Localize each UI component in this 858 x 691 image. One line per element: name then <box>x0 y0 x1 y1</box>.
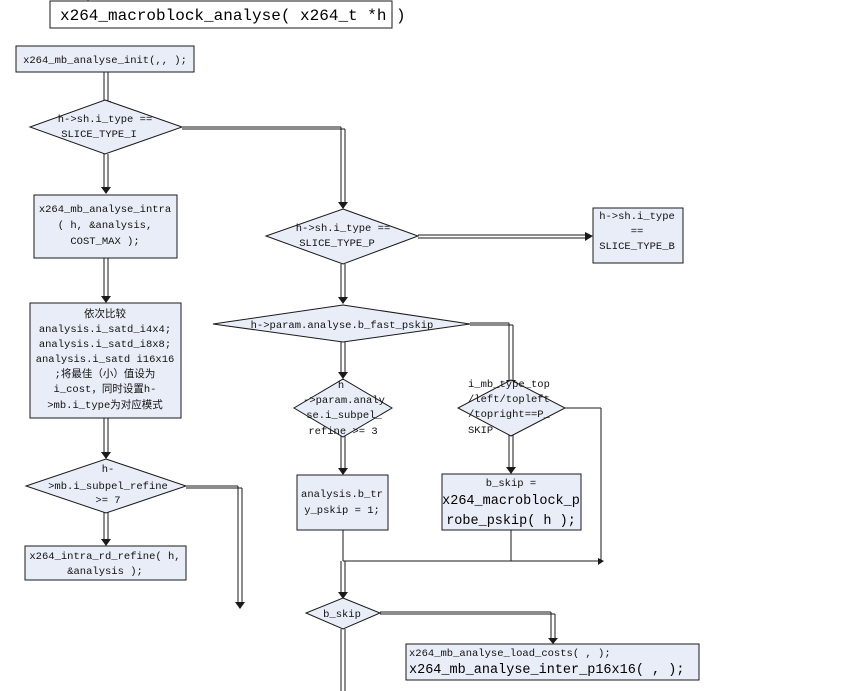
analyse-intra-box: x264_mb_analyse_intra ( h, &analysis, CO… <box>33 194 178 259</box>
slice-b-line-1: == <box>631 226 644 238</box>
subpel-line-2: >= 7 <box>95 495 120 507</box>
b-skip-line-0: b_skip <box>323 609 361 621</box>
mb-type-line-0: i_mb_type_top <box>468 379 550 391</box>
slice-type-b-box: h->sh.i_type == SLICE_TYPE_B <box>592 207 684 264</box>
compare-line-1: analysis.i_satd_i4x4; <box>39 324 171 336</box>
slice-b-line-0: h->sh.i_type <box>599 211 675 223</box>
try-pskip-box: analysis.b_tr y_pskip = 1; <box>296 474 389 531</box>
load-costs-line-1: x264_mb_analyse_inter_p16x16( , ); <box>409 663 684 678</box>
param-subpel-refine-diamond: h ->param.analy se.i_subpel_ refine >= 3 <box>293 378 393 438</box>
probe-line-1: x264_macroblock_p <box>442 494 580 509</box>
rd-refine-line-0: x264_intra_rd_refine( h, <box>29 551 180 563</box>
subpel-line-0: h- <box>102 464 115 476</box>
intra-line-0: x264_mb_analyse_intra <box>39 204 171 216</box>
load-costs-line-0: x264_mb_analyse_load_costs( , ); <box>409 648 611 660</box>
slice-i-line-0: h->sh.i_type == <box>58 114 153 126</box>
compare-line-5: i_cost，同时设置h- <box>54 383 157 396</box>
try-pskip-line-0: analysis.b_tr <box>301 489 383 501</box>
fast-pskip-diamond: h->param.analyse.b_fast_pskip <box>212 304 471 343</box>
mb-type-line-2: /topright==P_ <box>468 409 551 421</box>
b-skip-diamond: b_skip <box>304 597 382 630</box>
subpel-line-1: >mb.i_subpel_refine <box>48 481 168 493</box>
try-pskip-line-1: y_pskip = 1; <box>304 505 380 517</box>
slice-p-line-1: SLICE_TYPE_P <box>299 238 375 250</box>
slice-p-line-0: h->sh.i_type == <box>296 223 391 235</box>
rd-refine-line-1: &analysis ); <box>67 566 143 578</box>
intra-line-1: ( h, &analysis, <box>58 220 153 232</box>
param-subpel-line-3: refine >= 3 <box>308 426 377 438</box>
slice-type-p-diamond: h->sh.i_type == SLICE_TYPE_P <box>264 208 420 265</box>
subpel-refine-diamond: h- >mb.i_subpel_refine >= 7 <box>24 458 188 514</box>
compare-satd-box: 依次比较 analysis.i_satd_i4x4; analysis.i_sa… <box>29 302 182 419</box>
probe-line-2: robe_pskip( h ); <box>446 514 576 529</box>
init-line-0: x264_mb_analyse_init(,, ); <box>23 55 187 67</box>
probe-pskip-box: b_skip = x264_macroblock_p robe_pskip( h… <box>441 473 582 531</box>
load-costs-box: x264_mb_analyse_load_costs( , ); x264_mb… <box>405 643 700 681</box>
mb-type-skip-diamond: i_mb_type_top /left/topleft /topright==P… <box>456 379 567 437</box>
slice-type-i-diamond: h->sh.i_type == SLICE_TYPE_I <box>28 99 184 155</box>
param-subpel-line-2: se.i_subpel_ <box>306 410 382 422</box>
compare-line-4: ;将最佳（小）值设为 <box>55 367 156 381</box>
compare-line-6: >mb.i_type为对应模式 <box>47 398 163 412</box>
slice-i-line-1: SLICE_TYPE_I <box>61 129 137 141</box>
title-text: x264_macroblock_analyse( x264_t *h ) <box>60 7 406 25</box>
intra-rd-refine-box: x264_intra_rd_refine( h, &analysis ); <box>24 545 187 581</box>
param-subpel-line-0: h <box>338 380 344 392</box>
param-subpel-line-1: ->param.analy <box>303 395 385 407</box>
compare-line-3: analysis.i_satd i16x16 <box>36 354 175 366</box>
title-box: x264_macroblock_analyse( x264_t *h ) <box>49 0 406 29</box>
compare-line-2: analysis.i_satd_i8x8; <box>39 339 171 351</box>
mb-type-line-1: /left/topleft <box>468 394 550 406</box>
slice-b-line-2: SLICE_TYPE_B <box>599 241 675 253</box>
intra-line-2: COST_MAX ); <box>70 236 139 248</box>
fast-pskip-line-0: h->param.analyse.b_fast_pskip <box>251 320 434 332</box>
probe-line-0: b_skip = <box>486 478 536 490</box>
compare-line-0: 依次比较 <box>84 307 126 321</box>
mb-type-line-3: SKIP <box>468 425 493 437</box>
init-box: x264_mb_analyse_init(,, ); <box>15 45 195 73</box>
